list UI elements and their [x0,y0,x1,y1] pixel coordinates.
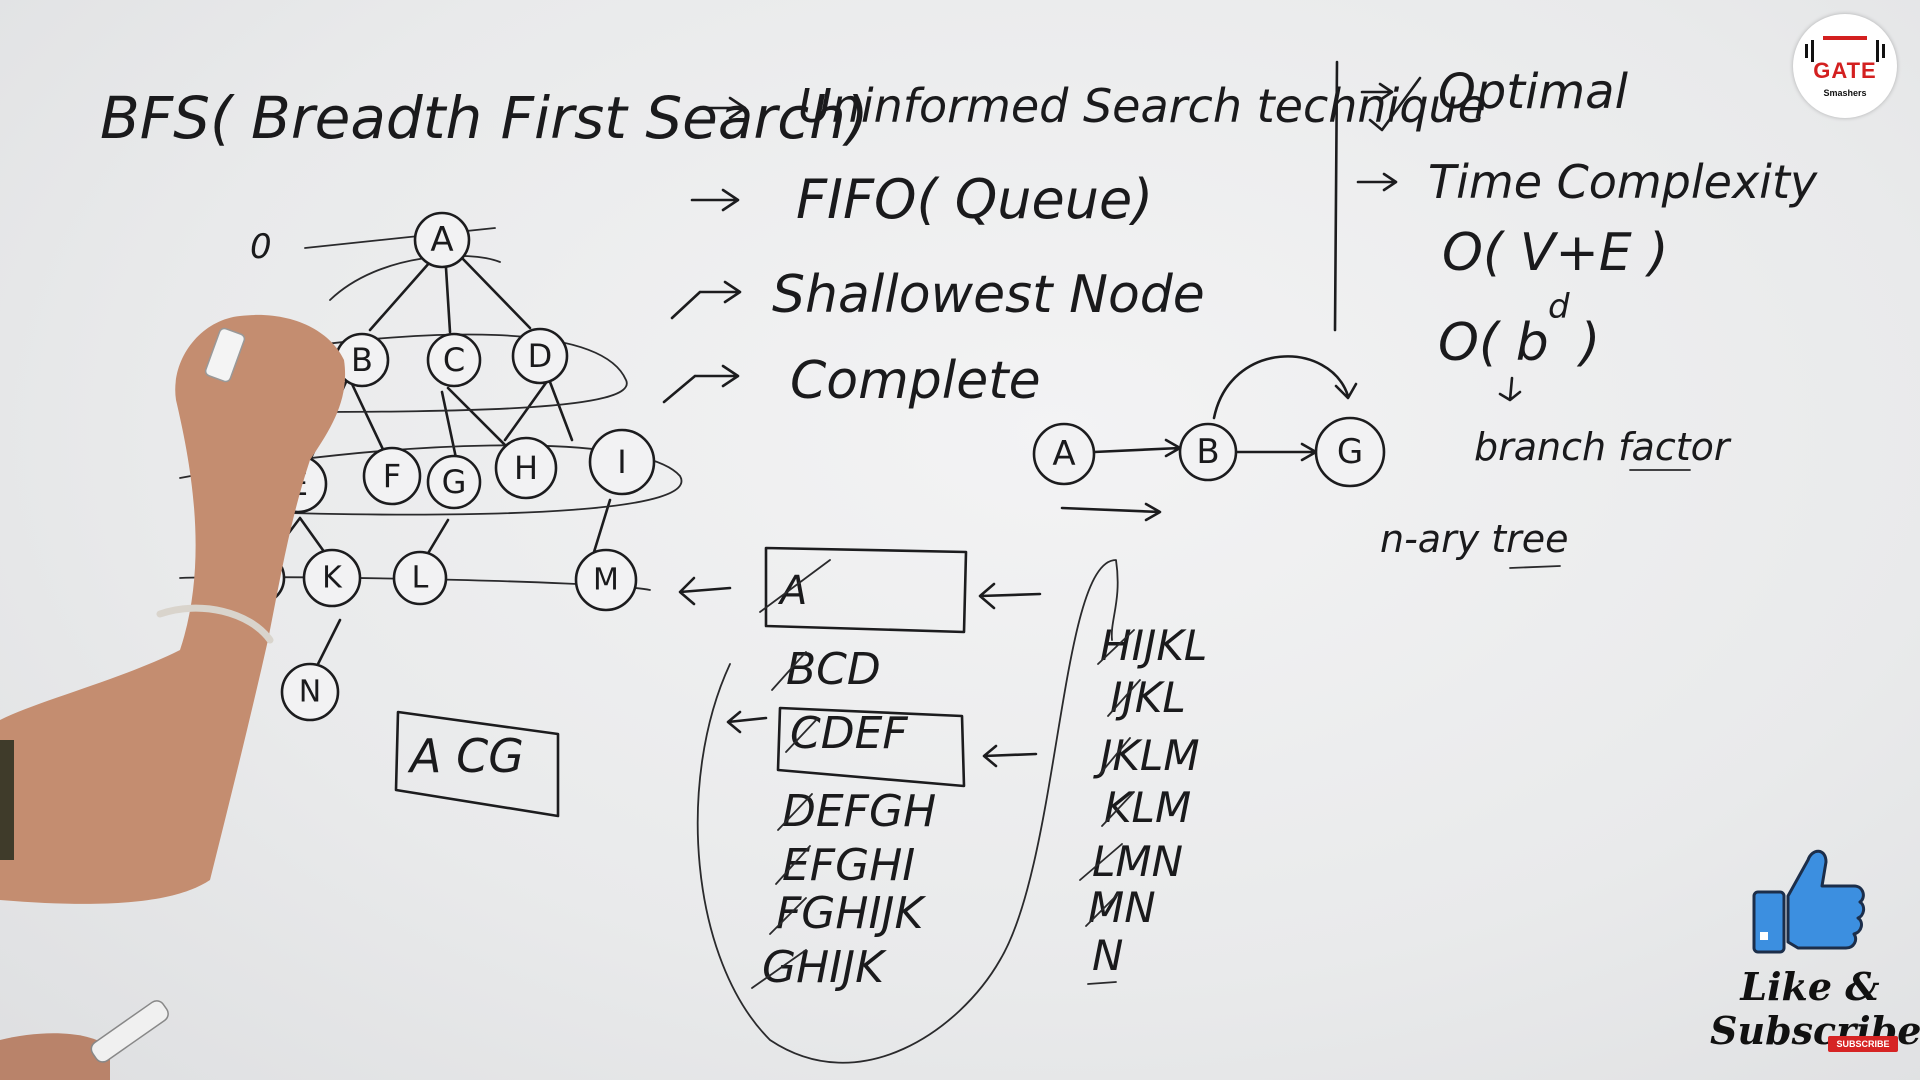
svg-text:N: N [299,675,321,710]
arrow-check-3 [670,280,742,320]
marker-pen [204,327,246,383]
label-branch-factor: branch factor [1474,425,1732,469]
queue-state-mn: MN [1088,883,1156,932]
thumbs-up-icon [1752,849,1866,954]
queue-out-arrow-2 [726,710,768,734]
queue-box [764,546,968,634]
queue-a-strike [759,559,831,613]
queue-state-ijkl: IJKL [1110,673,1186,722]
marker-pen-bottom [90,1000,169,1063]
level-zero-label: 0 [250,227,272,267]
label-optimal: Optimal [1438,64,1629,120]
logo-bars-icon [1805,36,1885,62]
like-text-line1: Like & [1740,964,1880,1009]
property-fifo: FIFO( Queue) [796,168,1153,231]
tree-node-h: H [494,436,558,500]
tree-node-i: I [588,428,656,496]
property-shallowest: Shallowest Node [772,265,1205,325]
bfs-title: BFS( Breadth First Search) [100,84,869,152]
tree-node-g: G [426,454,482,510]
queue-out-arrow [678,576,732,606]
formula-b-base: O( b [1438,313,1549,373]
svg-text:B: B [1196,432,1219,472]
label-nary-tree: n-ary tree [1380,517,1569,561]
arrow-time [1356,172,1398,192]
graph-node-a: A [1032,422,1096,486]
divider-line [1333,60,1339,332]
svg-text:D: D [528,337,553,375]
logo-subtext: Smashers [1823,88,1867,98]
svg-text:H: H [514,449,538,487]
queue-in-arrow [978,582,1042,610]
queue-state-defgh: DEFGH [782,786,936,837]
like-subscribe-overlay[interactable]: Like & Subscribe SUBSCRIBE [1710,840,1920,1070]
check-arrow-optimal [1360,76,1422,132]
underline-n [1087,981,1117,985]
tree-node-k: K [302,548,362,608]
label-time-complexity: Time Complexity [1428,155,1818,209]
subscribe-badge[interactable]: SUBSCRIBE [1828,1036,1898,1052]
queue-state-lmn: LMN [1092,837,1183,886]
queue-state-jklm: JKLM [1093,731,1200,780]
svg-text:L: L [412,561,429,596]
presenter-arm [0,314,346,904]
tree-node-c: C [426,332,482,388]
tree-node-n: N [280,662,340,722]
tree-node-m: M [574,548,638,612]
svg-text:G: G [442,463,467,501]
channel-logo: GATE Smashers [1793,14,1897,118]
queue-box-2 [776,706,966,788]
logo-text: GATE [1813,58,1877,83]
queue-state-klm: KLM [1104,783,1191,832]
property-uninformed: Uninformed Search technique [798,79,1486,133]
queue-box-text: A [777,568,807,614]
queue-loop [696,559,1119,1064]
graph-node-g: G [1314,416,1386,488]
arrow-check-4 [662,364,740,404]
queue-state-efghi: EFGHI [782,840,915,891]
queue-state-bcd: BCD [786,644,881,695]
svg-text:M: M [593,563,619,598]
svg-text:C: C [443,341,465,379]
arrow-down-branch [1498,376,1522,402]
svg-text:I: I [617,443,626,481]
queue-state-hijkl: HIJKL [1100,621,1207,670]
formula-b-close: ) [1576,313,1600,373]
presenter-hand-bottom [0,1033,110,1080]
svg-text:B: B [351,341,373,379]
queue-state-fghijk: FGHIJK [776,888,926,939]
property-complete: Complete [790,351,1041,411]
tree-node-l: L [392,550,448,606]
graph-node-b: B [1178,422,1238,482]
svg-text:A: A [1052,434,1075,474]
svg-text:K: K [322,561,343,596]
svg-text:G: G [1337,432,1363,472]
svg-text:A: A [430,220,453,260]
arrow-1 [698,96,747,120]
underline-tree [1509,565,1561,569]
svg-text:F: F [383,457,401,495]
bangle [156,604,274,644]
sleeve [0,740,14,860]
tree-node-f: F [362,446,422,506]
visited-box [394,710,560,818]
queue-state-n: N [1092,931,1123,980]
arrow-2 [690,188,740,212]
queue-in-arrow-2 [982,744,1038,768]
formula-b-exp: d [1548,287,1570,327]
tree-node-d: D [511,327,569,385]
queue-strikes [751,629,1141,989]
formula-v-plus-e: O( V+E ) [1442,223,1669,283]
tree-node-a: A [413,211,471,269]
visited-box-text: A CG [407,729,524,783]
queue-state-ghijk: GHIJK [762,942,887,993]
queue-box-2-text: CDEF [790,708,908,759]
